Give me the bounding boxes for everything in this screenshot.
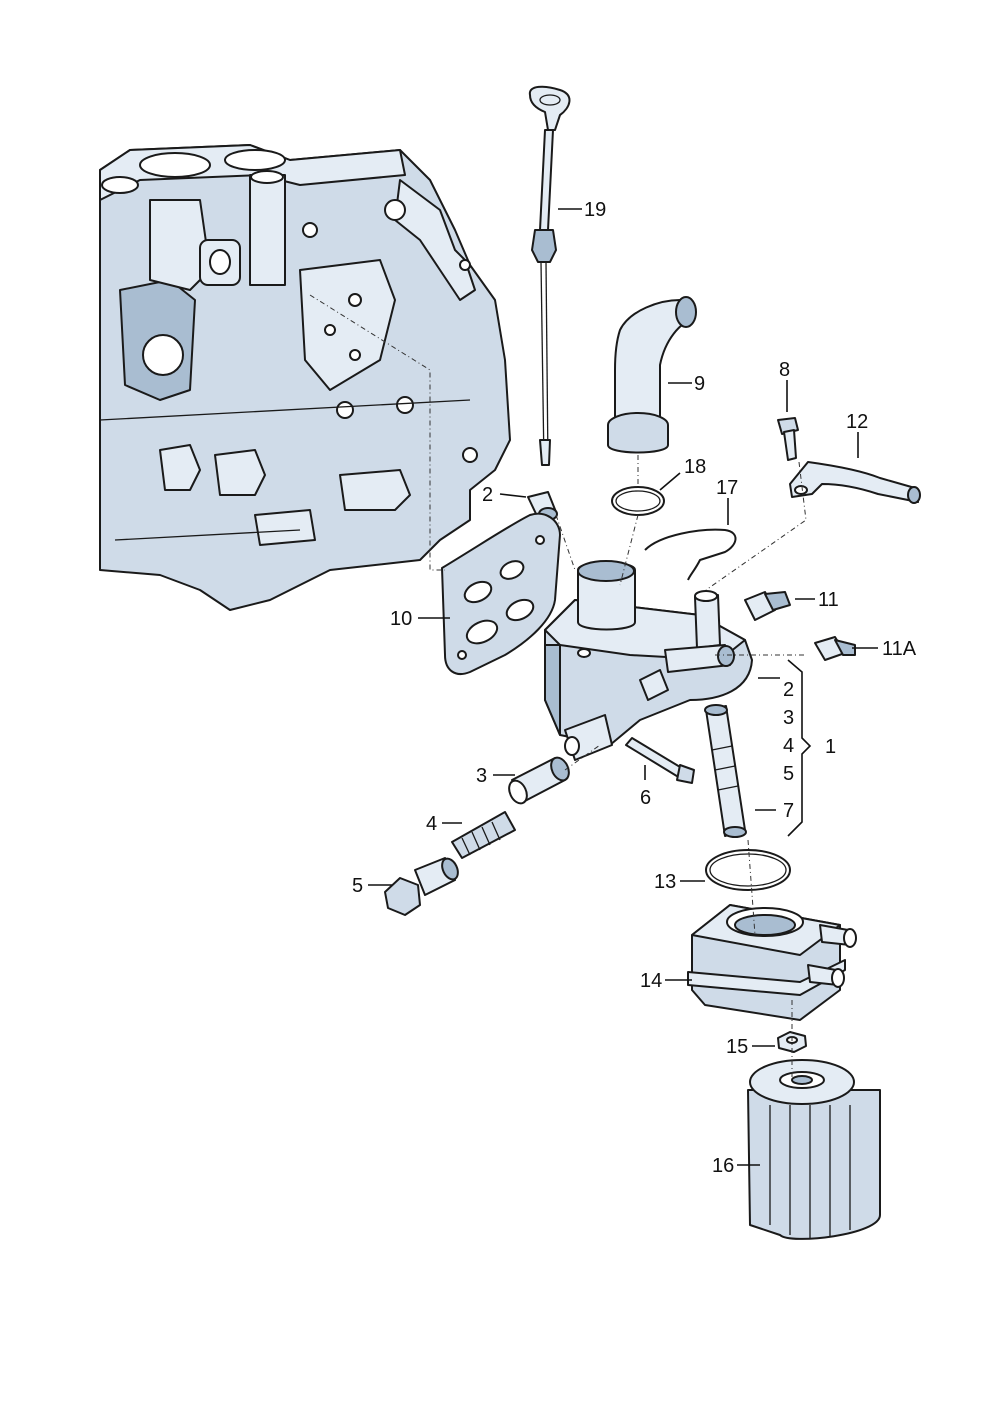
piston-3 bbox=[508, 756, 570, 805]
callout-3: 3 bbox=[476, 765, 487, 787]
plug-5 bbox=[384, 857, 459, 916]
callout-7: 7 bbox=[783, 800, 794, 822]
oil-cooler bbox=[687, 904, 857, 1021]
assembly-lines bbox=[309, 294, 807, 1078]
callout-4-list: 4 bbox=[783, 735, 794, 757]
gasket-10 bbox=[441, 512, 561, 675]
sender-11 bbox=[744, 591, 791, 621]
callout-14: 14 bbox=[640, 970, 662, 992]
sender-11a bbox=[814, 636, 856, 661]
filter-housing bbox=[544, 560, 753, 761]
callout-5-list: 5 bbox=[783, 763, 794, 785]
callout-2-top: 2 bbox=[482, 484, 493, 506]
callout-11a: 11A bbox=[882, 638, 917, 660]
bolt-6 bbox=[625, 737, 695, 784]
callout-19: 19 bbox=[584, 199, 606, 221]
callout-10: 10 bbox=[390, 608, 412, 630]
nut-15 bbox=[777, 1031, 807, 1053]
bolt-8 bbox=[777, 417, 799, 461]
pipe-7 bbox=[704, 704, 747, 838]
plug-2 bbox=[527, 491, 558, 521]
callout-4: 4 bbox=[426, 813, 437, 835]
retaining-clip bbox=[644, 528, 737, 581]
callout-11: 11 bbox=[818, 589, 839, 611]
oil-filter bbox=[747, 1059, 881, 1240]
callout-2-list: 2 bbox=[783, 679, 794, 701]
callout-1: 1 bbox=[825, 736, 836, 758]
spring-4 bbox=[451, 811, 516, 859]
callout-18: 18 bbox=[684, 456, 706, 478]
callout-5: 5 bbox=[352, 875, 363, 897]
callout-17: 17 bbox=[716, 477, 738, 499]
callout-labels: 19 9 8 12 18 17 2 11 11A 10 2 3 4 1 5 7 … bbox=[352, 199, 917, 1177]
callout-3-list: 3 bbox=[783, 707, 794, 729]
filler-pipe bbox=[607, 296, 697, 454]
o-ring-13 bbox=[705, 849, 791, 891]
callout-15: 15 bbox=[726, 1036, 748, 1058]
leader-lines bbox=[368, 208, 878, 1166]
engine-block bbox=[99, 144, 511, 611]
callout-16: 16 bbox=[712, 1155, 734, 1177]
callout-13: 13 bbox=[654, 871, 676, 893]
dipstick bbox=[528, 85, 571, 466]
callout-8: 8 bbox=[779, 359, 790, 381]
callout-9: 9 bbox=[694, 373, 705, 395]
callout-12: 12 bbox=[846, 411, 868, 433]
pipe-12 bbox=[789, 461, 921, 504]
callout-6: 6 bbox=[640, 787, 651, 809]
